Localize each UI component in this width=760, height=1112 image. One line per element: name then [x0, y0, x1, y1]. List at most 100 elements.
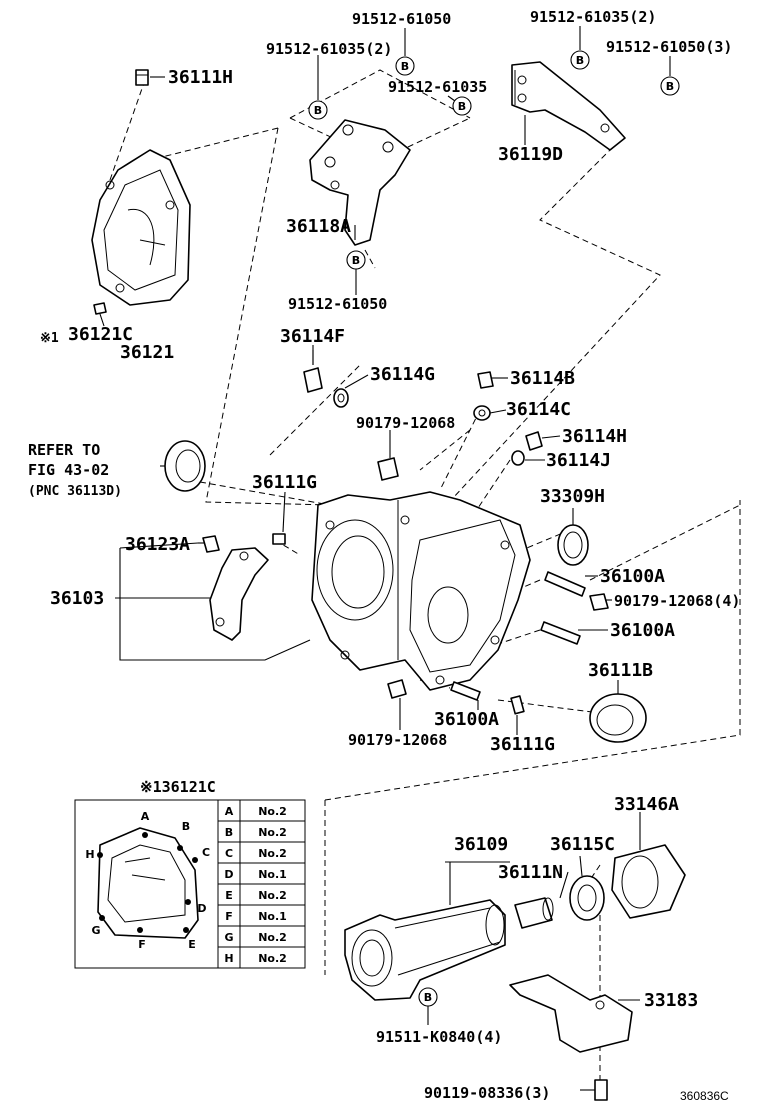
inset-letter-C: C	[202, 846, 210, 859]
b-marker-6: B	[346, 250, 366, 270]
inset-title: ※136121C	[140, 778, 216, 796]
part-36119D-bracket	[511, 61, 626, 151]
label-36114J: 36114J	[546, 450, 611, 471]
label-36114H: 36114H	[562, 426, 627, 447]
part-90179-12068-nut-4	[589, 593, 609, 611]
label-36100A-3: 36100A	[434, 709, 499, 730]
table-cell-key: F	[225, 910, 233, 923]
part-36115C-seal	[569, 875, 605, 921]
label-36114B: 36114B	[510, 368, 575, 389]
inset-letter-D: D	[197, 902, 206, 915]
table-cell-key: A	[225, 805, 234, 818]
part-36111B-seal	[589, 693, 647, 743]
leader-lines	[115, 26, 671, 1091]
b-marker-2: B	[570, 50, 590, 70]
part-90179-12068-nut-lower	[387, 679, 407, 699]
table-cell-key: C	[225, 847, 233, 860]
label-91511-K0840-4: 91511-K0840(4)	[376, 1028, 502, 1046]
inset-letter-E: E	[188, 938, 196, 951]
label-90179-12068-a: 90179-12068	[356, 414, 455, 432]
inset-letter-G: G	[91, 924, 100, 937]
part-36103-plate	[209, 547, 269, 641]
part-36121C-bolt	[93, 302, 107, 327]
part-36123A-bolt	[202, 535, 220, 553]
b-markers: B B B B B B B	[308, 50, 680, 1007]
label-36111H: 36111H	[168, 67, 233, 88]
part-36121-cover	[91, 149, 191, 306]
table-row	[217, 946, 306, 969]
label-36123A: 36123A	[125, 534, 190, 555]
table-cell-key: B	[225, 826, 233, 839]
svg-text:B: B	[314, 104, 322, 117]
label-91512-61035-2-left: 91512-61035(2)	[266, 40, 392, 58]
part-36100A-stud-2	[540, 621, 581, 645]
label-33146A: 33146A	[614, 794, 679, 815]
label-36111G-bot: 36111G	[490, 734, 555, 755]
part-36118A-bracket	[309, 119, 411, 246]
part-36111G-pin-upper	[272, 533, 286, 545]
label-36115C: 36115C	[550, 834, 615, 855]
part-36111H-plug	[135, 69, 149, 86]
label-36114C: 36114C	[506, 399, 571, 420]
part-90179-12068-nut-upper	[377, 457, 399, 481]
inset-letter-H: H	[85, 848, 94, 861]
inset-letter-B: B	[182, 820, 190, 833]
label-90119-08336-3: 90119-08336(3)	[424, 1084, 550, 1102]
svg-text:B: B	[352, 254, 360, 267]
part-36100A-stud-1	[544, 571, 586, 597]
label-36114G: 36114G	[370, 364, 435, 385]
part-labels: 91512-61050 91512-61035(2) 91512-61035(2…	[28, 8, 740, 1103]
label-36111B: 36111B	[588, 660, 653, 681]
table-cell-key: H	[224, 952, 233, 965]
label-ref-code: 360836C	[680, 1089, 729, 1103]
part-transfer-case	[311, 491, 531, 691]
label-note-mark: ※1	[40, 331, 59, 346]
b-marker-3: B	[660, 76, 680, 96]
table-cell-value: No.1	[258, 868, 287, 881]
inset-letter-F: F	[138, 938, 146, 951]
b-marker-4: B	[308, 100, 328, 120]
label-33183: 33183	[644, 990, 698, 1011]
part-oil-seal-left	[164, 440, 206, 492]
label-36118A: 36118A	[286, 216, 351, 237]
label-36111G-top: 36111G	[252, 472, 317, 493]
table-cell-value: No.2	[258, 847, 287, 860]
svg-text:B: B	[401, 60, 409, 73]
svg-text:B: B	[424, 991, 432, 1004]
table-cell-value: No.2	[258, 826, 287, 839]
table-cell-value: No.2	[258, 931, 287, 944]
b-marker-1: B	[395, 56, 415, 76]
label-fig-43-02: FIG 43-02	[28, 461, 109, 479]
part-36114B-plug	[477, 371, 494, 389]
label-91512-61050-mid: 91512-61050	[288, 295, 387, 313]
part-36114J-gasket	[511, 450, 525, 466]
svg-text:B: B	[666, 80, 674, 93]
label-91512-61050-3: 91512-61050(3)	[606, 38, 732, 56]
svg-text:B: B	[576, 54, 584, 67]
part-90119-08336-bolt	[594, 1079, 608, 1101]
label-36109: 36109	[454, 834, 508, 855]
label-36119D: 36119D	[498, 144, 563, 165]
label-36114F: 36114F	[280, 326, 345, 347]
part-36111N-bushing	[514, 897, 554, 929]
part-36114G-gasket	[333, 388, 349, 408]
part-36114C-gasket	[473, 405, 491, 421]
label-36103: 36103	[50, 588, 104, 609]
table-cell-key: G	[224, 931, 233, 944]
table-cell-value: No.1	[258, 910, 287, 923]
label-90179-12068-4: 90179-12068(4)	[614, 592, 740, 610]
b-marker-5: B	[452, 96, 472, 116]
label-36121C: 36121C	[68, 324, 133, 345]
part-33309H-gasket	[557, 524, 589, 566]
label-36100A-2: 36100A	[610, 620, 675, 641]
part-33183-bracket	[509, 974, 633, 1053]
part-36109-extension-housing	[344, 899, 506, 1001]
table-cell-value: No.2	[258, 889, 287, 902]
label-91512-61035: 91512-61035	[388, 78, 487, 96]
b-marker-7: B	[418, 987, 438, 1007]
table-cell-value: No.2	[258, 805, 287, 818]
